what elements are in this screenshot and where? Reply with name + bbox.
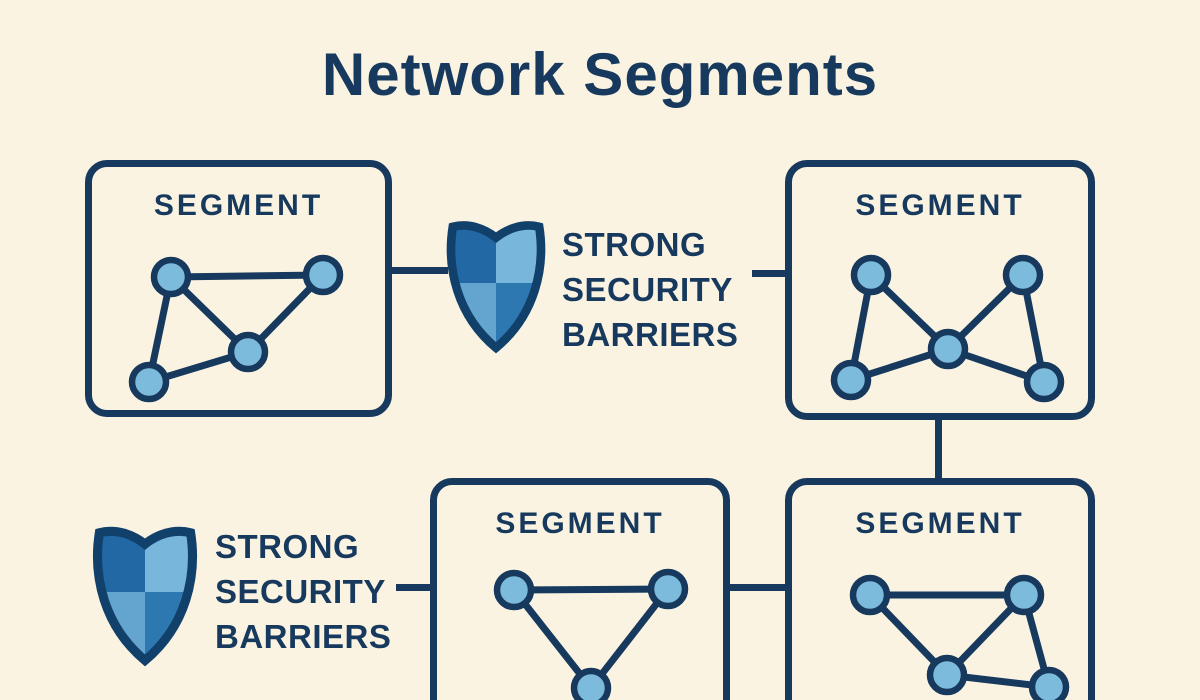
connector-box1-to-shield1 bbox=[388, 267, 448, 274]
graph-node bbox=[849, 574, 891, 616]
barrier-line: SECURITY bbox=[215, 573, 386, 610]
barrier-line: BARRIERS bbox=[562, 316, 739, 353]
graph-node bbox=[128, 361, 170, 403]
shield-icon bbox=[88, 516, 202, 668]
graph-node bbox=[927, 328, 969, 370]
graph-node bbox=[830, 359, 872, 401]
barrier-line: STRONG bbox=[562, 226, 707, 263]
graph-node bbox=[1003, 574, 1045, 616]
network-graph bbox=[830, 254, 1065, 403]
network-graph bbox=[128, 254, 344, 403]
graph-node bbox=[493, 569, 535, 611]
graph-node bbox=[302, 254, 344, 296]
network-graph bbox=[493, 568, 689, 700]
graph-edge bbox=[511, 587, 594, 691]
barrier-line: SECURITY bbox=[562, 271, 733, 308]
graph-node bbox=[150, 256, 192, 298]
connector-box3-to-box4 bbox=[727, 584, 788, 591]
graph-edge bbox=[588, 586, 671, 691]
segment-label: SEGMENT bbox=[153, 189, 324, 222]
connector-box2-to-box4 bbox=[935, 417, 942, 481]
graph-node bbox=[926, 654, 968, 696]
graph-edge bbox=[513, 585, 669, 594]
graph-node bbox=[1028, 666, 1070, 700]
segment-box-top-left: SEGMENT bbox=[85, 160, 392, 417]
segment-label: SEGMENT bbox=[855, 507, 1025, 540]
connector-barrier2-to-box3 bbox=[396, 584, 433, 591]
barrier-line: STRONG bbox=[215, 528, 360, 565]
graph-node bbox=[1002, 254, 1044, 296]
graph-node bbox=[1023, 361, 1065, 403]
segment-box-top-right: SEGMENT bbox=[785, 160, 1095, 420]
segment-label: SEGMENT bbox=[855, 189, 1025, 222]
network-graph bbox=[849, 574, 1070, 700]
barrier-label-top: STRONG SECURITY BARRIERS bbox=[562, 222, 738, 357]
barrier-label-bottom: STRONG SECURITY BARRIERS bbox=[215, 524, 391, 659]
graph-node bbox=[227, 331, 269, 373]
graph-edge bbox=[170, 271, 324, 281]
segment-box-bottom-right: SEGMENT bbox=[785, 478, 1095, 700]
graph-node bbox=[850, 254, 892, 296]
graph-node bbox=[647, 568, 689, 610]
barrier-line: BARRIERS bbox=[215, 618, 392, 655]
graph-node bbox=[570, 667, 612, 700]
page-title: Network Segments bbox=[321, 41, 879, 108]
shield-icon bbox=[442, 210, 550, 356]
segment-box-bottom-middle: SEGMENT bbox=[430, 478, 730, 700]
connector-barrier1-to-box2 bbox=[752, 270, 788, 277]
segment-label: SEGMENT bbox=[495, 507, 665, 540]
